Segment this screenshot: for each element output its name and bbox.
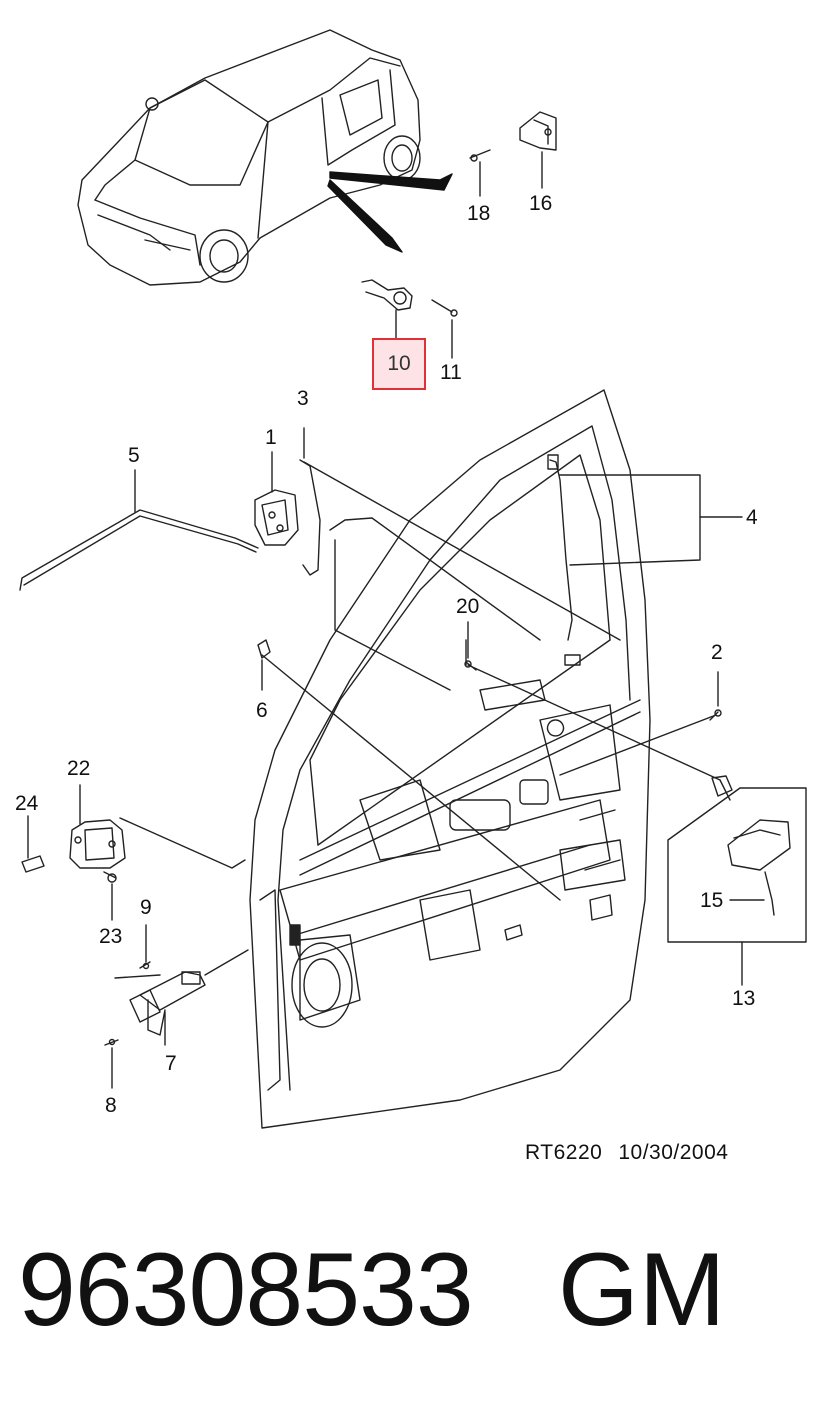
bolt-24 bbox=[21, 815, 45, 873]
callout-15: 15 bbox=[700, 889, 724, 912]
callout-10: 10 bbox=[387, 352, 411, 375]
hinge-16 bbox=[519, 111, 557, 189]
reference-date: 10/30/2004 bbox=[618, 1141, 729, 1164]
callout-22: 22 bbox=[67, 757, 91, 780]
part-10-assembly bbox=[361, 279, 413, 341]
car-illustration bbox=[77, 29, 453, 286]
callout-5: 5 bbox=[128, 444, 140, 467]
callout-18: 18 bbox=[467, 202, 491, 225]
diagram-reference: RT6220 10/30/2004 bbox=[525, 1141, 728, 1165]
outside-handle-box-13 bbox=[667, 775, 807, 986]
fastener-6 bbox=[257, 639, 271, 691]
callout-16: 16 bbox=[529, 192, 553, 215]
screw-11 bbox=[431, 299, 458, 359]
rod-5 bbox=[19, 469, 259, 591]
callout-9: 9 bbox=[140, 896, 152, 919]
reference-code: RT6220 bbox=[525, 1141, 603, 1164]
callout-23: 23 bbox=[99, 925, 123, 948]
callout-7: 7 bbox=[165, 1052, 177, 1075]
bolt-2 bbox=[709, 671, 722, 721]
bolt-23 bbox=[103, 871, 117, 921]
bolt-18 bbox=[469, 149, 491, 197]
callout-20: 20 bbox=[456, 595, 480, 618]
bolt-20 bbox=[464, 621, 477, 671]
callout-3: 3 bbox=[297, 387, 309, 410]
check-link-7 bbox=[129, 971, 206, 1046]
callout-24: 24 bbox=[15, 792, 39, 815]
latch-1 bbox=[254, 451, 299, 546]
hinge-22 bbox=[69, 784, 126, 869]
regulator-4 bbox=[547, 454, 743, 641]
callout-2: 2 bbox=[711, 641, 723, 664]
callout-6: 6 bbox=[256, 699, 268, 722]
callout-11: 11 bbox=[440, 361, 462, 384]
callout-8: 8 bbox=[105, 1094, 117, 1117]
callout-4: 4 bbox=[746, 506, 758, 529]
door-parts-diagram bbox=[19, 29, 807, 1129]
callout-13: 13 bbox=[732, 987, 756, 1010]
bolt-9 bbox=[114, 924, 161, 979]
bolt-8 bbox=[104, 1038, 119, 1089]
door-panel bbox=[249, 389, 651, 1129]
highlighted-callout-box: 10 bbox=[372, 338, 426, 390]
window-run-channel-3 bbox=[299, 427, 321, 576]
callout-1: 1 bbox=[265, 426, 277, 449]
leader-lines bbox=[119, 461, 731, 976]
brand-name: GM bbox=[558, 1232, 726, 1348]
part-number: 96308533 bbox=[18, 1232, 474, 1348]
